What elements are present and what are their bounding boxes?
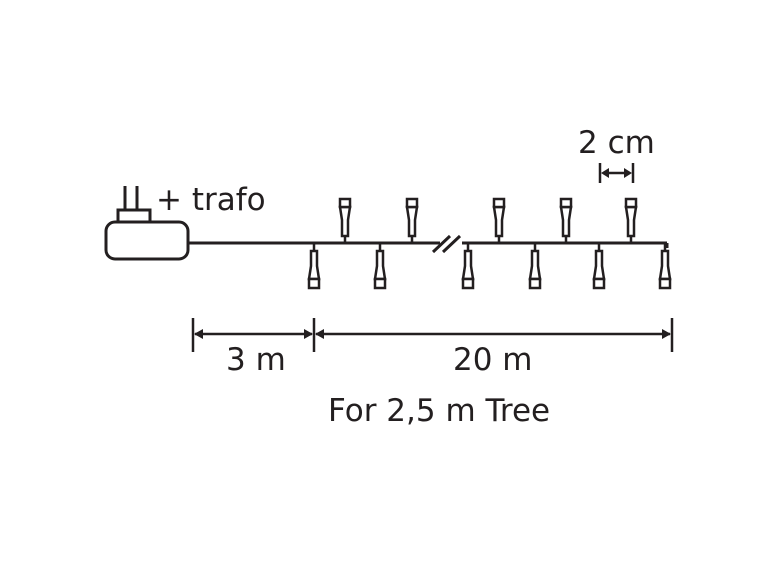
led-bulb-icon xyxy=(528,243,542,290)
spacing-label: 2 cm xyxy=(578,125,655,161)
led-bulb-icon xyxy=(461,243,475,290)
plug-label: + trafo xyxy=(156,182,266,218)
led-bulb-icon xyxy=(592,243,606,290)
led-bulb-icon xyxy=(624,197,638,243)
spacing-dimension-arrow xyxy=(598,163,635,183)
lead-length-label: 3 m xyxy=(226,342,286,378)
led-bulb-icon xyxy=(492,197,506,243)
bulbs-down xyxy=(307,243,672,290)
led-bulb-icon xyxy=(373,243,387,290)
led-bulb-icon xyxy=(658,243,672,290)
led-bulb-icon xyxy=(338,197,352,243)
transformer-plug-icon xyxy=(104,186,190,261)
tree-size-caption: For 2,5 m Tree xyxy=(328,393,550,429)
led-bulb-icon xyxy=(307,243,321,290)
lit-length-label: 20 m xyxy=(453,342,533,378)
length-dimension-arrows xyxy=(191,318,674,352)
cable-break-icon xyxy=(431,234,462,254)
led-bulb-icon xyxy=(405,197,419,243)
led-bulb-icon xyxy=(559,197,573,243)
bulbs-up xyxy=(338,197,638,243)
